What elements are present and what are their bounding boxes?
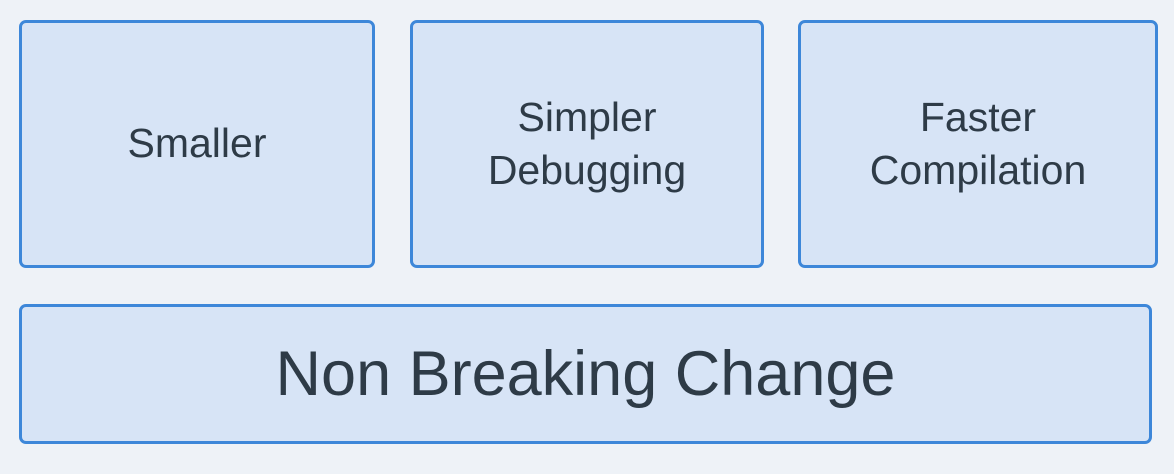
node-simpler-debugging-label: Simpler Debugging [487,93,687,193]
node-smaller: Smaller [19,20,375,268]
node-smaller-label: Smaller [127,120,267,167]
node-faster-compilation: Faster Compilation [798,20,1158,268]
node-faster-compilation-label: Faster Compilation [869,93,1087,193]
node-non-breaking-change-label: Non Breaking Change [275,338,896,409]
node-non-breaking-change: Non Breaking Change [19,304,1152,444]
node-simpler-debugging: Simpler Debugging [410,20,764,268]
